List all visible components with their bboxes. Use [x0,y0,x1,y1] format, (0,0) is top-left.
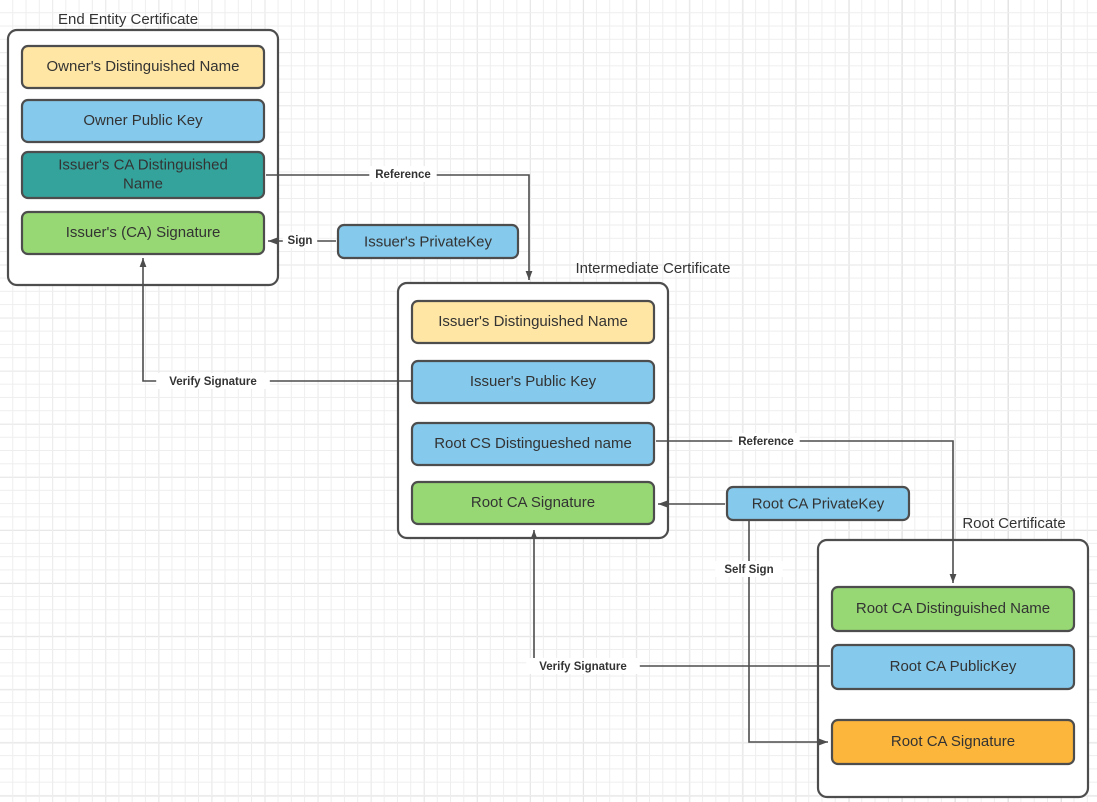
connector-label-edge-verify-signature-top: Verify Signature [169,376,257,388]
connector-edge-verify-signature-top [139,258,412,382]
field-label: Issuer's Public Key [470,373,597,390]
connector-label-edge-self-sign: Self Sign [724,564,773,576]
field-box[interactable] [830,585,1076,633]
connector-label-background [715,561,783,577]
certificate-field-issuers-public-key[interactable]: Issuer's Public Key [410,359,656,405]
field-label: Root CS Distingueshed name [434,435,632,452]
field-box[interactable] [20,150,266,200]
certificate-field-owner-public-key[interactable]: Owner Public Key [20,98,266,144]
connector-label-background [526,658,640,674]
certificate-field-root-ca-publickey[interactable]: Root CA PublicKey [830,643,1076,691]
field-box[interactable] [830,643,1076,691]
connector-label-background [369,166,437,182]
field-label: Owner's Distinguished Name [47,58,240,75]
connector-label-background [732,433,800,449]
field-label: Issuer's Distinguished Name [438,313,628,330]
connector-label-background [156,373,270,389]
field-box[interactable] [410,421,656,467]
key-node-box[interactable] [725,485,911,522]
field-label: Root CA PublicKey [890,658,1017,675]
field-box[interactable] [20,210,266,256]
field-label: Root CA Signature [891,733,1015,750]
field-label: Issuer's CA Distinguished [58,156,228,173]
certificate-field-issuers-distinguished-name[interactable]: Issuer's Distinguished Name [410,299,656,345]
field-box[interactable] [830,718,1076,766]
certificate-field-root-ca-signature-root[interactable]: Root CA Signature [830,718,1076,766]
field-label: Issuer's (CA) Signature [66,224,221,241]
key-node-label: Issuer's PrivateKey [364,233,492,250]
key-node-box[interactable] [336,223,520,260]
field-label: Root CA Signature [471,494,595,511]
connector-edge-reference-top [266,174,533,280]
connector-label-edge-reference-top: Reference [375,169,431,181]
key-node-label: Root CA PrivateKey [752,495,885,512]
certificate-field-issuers-ca-signature[interactable]: Issuer's (CA) Signature [20,210,266,256]
group-title: Intermediate Certificate [575,260,730,277]
field-box[interactable] [20,98,266,144]
field-label: Name [123,175,163,192]
field-box[interactable] [410,299,656,345]
connector-edge-verify-signature-bottom [530,530,830,667]
connector-label-edge-reference-bottom: Reference [738,436,794,448]
field-box[interactable] [20,44,266,90]
key-node-root-ca-privatekey[interactable]: Root CA PrivateKey [725,485,911,522]
connector-edge-self-sign [748,521,828,746]
group-title: Root Certificate [962,515,1065,532]
certificate-field-owners-distinguished-name[interactable]: Owner's Distinguished Name [20,44,266,90]
field-box[interactable] [410,359,656,405]
group-title: End Entity Certificate [58,11,198,28]
field-label: Owner Public Key [83,112,203,129]
certificate-field-root-ca-distinguished-name[interactable]: Root CA Distinguished Name [830,585,1076,633]
connector-label-background [282,232,318,248]
connector-label-edge-verify-signature-bottom: Verify Signature [539,661,627,673]
field-label: Root CA Distinguished Name [856,600,1050,617]
certificate-field-root-cs-distingueshed-name[interactable]: Root CS Distingueshed name [410,421,656,467]
certificate-field-root-ca-signature-intermediate[interactable]: Root CA Signature [410,480,656,526]
field-box[interactable] [410,480,656,526]
key-node-issuers-privatekey[interactable]: Issuer's PrivateKey [336,223,520,260]
connector-label-edge-sign-top: Sign [288,235,313,247]
